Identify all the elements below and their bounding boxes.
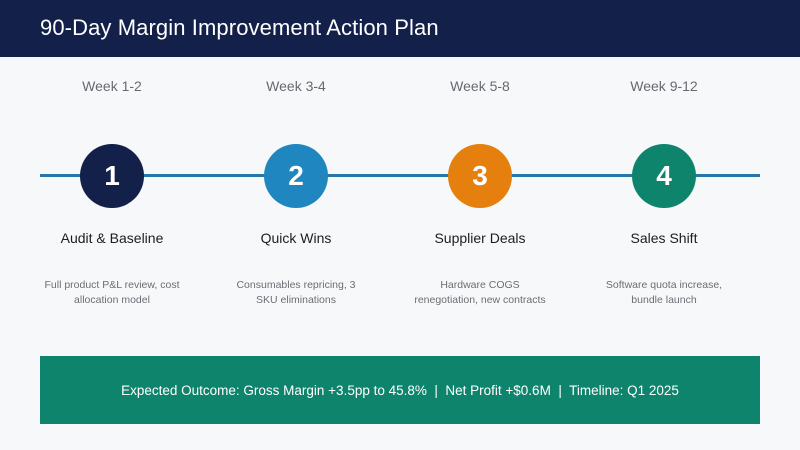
step-number-circle: 4 [632, 144, 696, 208]
step-description: Consumables repricing, 3 SKU elimination… [236, 279, 356, 306]
step-title: Audit & Baseline [60, 230, 164, 246]
step-description: Hardware COGS renegotiation, new contrac… [414, 279, 546, 306]
step-title: Supplier Deals [434, 230, 526, 246]
step-1: Week 1-2 1 Audit & Baseline Full product… [20, 0, 204, 340]
step-week: Week 3-4 [266, 78, 326, 94]
step-4: Week 9-12 4 Sales Shift Software quota i… [572, 0, 756, 340]
step-title: Sales Shift [630, 230, 698, 246]
step-title: Quick Wins [260, 230, 332, 246]
step-number-circle: 2 [264, 144, 328, 208]
step-number-circle: 1 [80, 144, 144, 208]
title-bar: 90-Day Margin Improvement Action Plan [0, 0, 800, 57]
step-week: Week 9-12 [630, 78, 698, 94]
step-description: Software quota increase, bundle launch [605, 279, 723, 306]
step-2: Week 3-4 2 Quick Wins Consumables repric… [204, 0, 388, 340]
timeline-line [40, 174, 760, 177]
expected-outcome-text: Expected Outcome: Gross Margin +3.5pp to… [121, 382, 679, 398]
expected-outcome-banner: Expected Outcome: Gross Margin +3.5pp to… [40, 356, 760, 424]
page-title: 90-Day Margin Improvement Action Plan [40, 15, 439, 40]
step-week: Week 1-2 [82, 78, 142, 94]
step-week: Week 5-8 [450, 78, 510, 94]
step-description: Full product P&L review, cost allocation… [44, 279, 180, 306]
step-number-circle: 3 [448, 144, 512, 208]
step-3: Week 5-8 3 Supplier Deals Hardware COGS … [388, 0, 572, 340]
